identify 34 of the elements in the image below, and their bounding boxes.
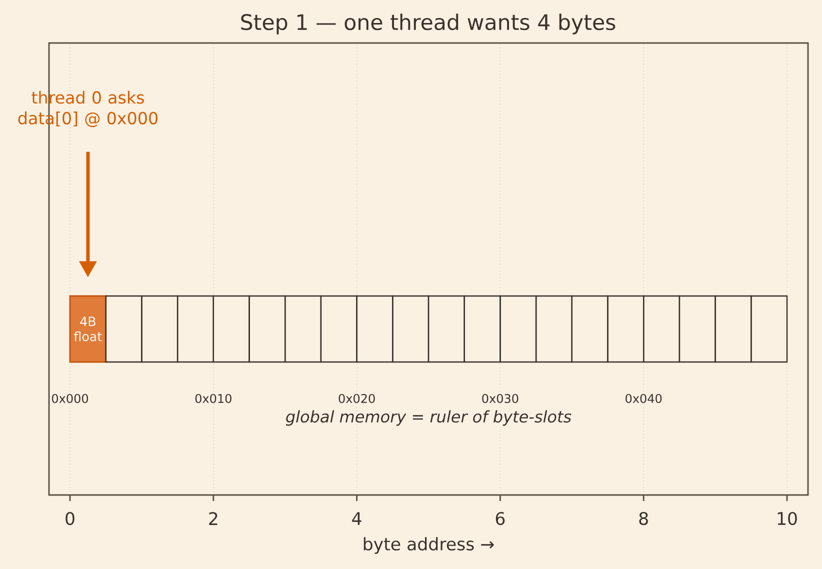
byte-slot bbox=[500, 295, 537, 363]
address-label: 0x040 bbox=[626, 394, 662, 404]
axis-label: byte address → bbox=[364, 537, 494, 554]
byte-slot bbox=[176, 295, 214, 363]
byte-slot bbox=[678, 295, 716, 363]
byte-slot bbox=[571, 295, 608, 363]
byte-slot bbox=[284, 295, 322, 363]
byte-slot bbox=[356, 295, 394, 363]
byte-slot bbox=[248, 295, 286, 363]
byte-slot bbox=[750, 295, 788, 363]
byte-slot bbox=[392, 295, 430, 363]
byte-slot bbox=[105, 295, 142, 363]
title: Step 1 — one thread wants 4 bytes bbox=[241, 14, 616, 34]
byte-slot bbox=[607, 295, 644, 363]
address-label: 0x000 bbox=[52, 394, 88, 404]
address-label: 0x020 bbox=[338, 394, 375, 404]
tick-label: 2 bbox=[209, 512, 218, 525]
address-label: 0x010 bbox=[195, 394, 232, 404]
byte-slot bbox=[714, 295, 752, 363]
byte-slot bbox=[643, 295, 680, 363]
tick-label: 4 bbox=[352, 512, 362, 525]
tick-label: 8 bbox=[639, 512, 648, 526]
tick-label: 10 bbox=[778, 512, 797, 526]
tick-label: 6 bbox=[496, 512, 505, 526]
byte-slot: 4B float bbox=[69, 295, 107, 363]
address-label: 0x030 bbox=[482, 394, 518, 404]
byte-slot bbox=[212, 295, 250, 363]
note-text: global memory = ruler of byte-slots bbox=[286, 410, 572, 426]
tick-label: 0 bbox=[66, 512, 74, 526]
byte-slot bbox=[464, 295, 501, 363]
byte-slot bbox=[428, 295, 465, 363]
byte-slot bbox=[535, 295, 572, 363]
byte-slot bbox=[320, 295, 358, 363]
byte-slot bbox=[141, 295, 178, 363]
